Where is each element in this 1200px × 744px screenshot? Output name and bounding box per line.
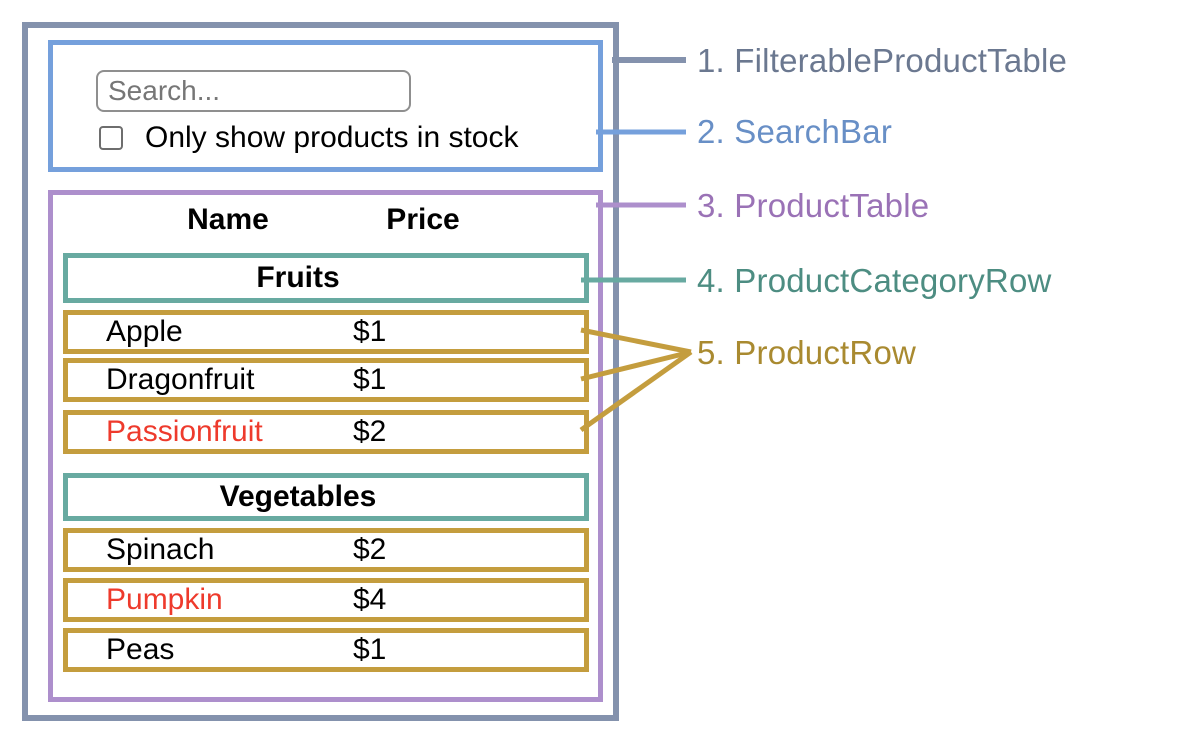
product-name: Apple (106, 315, 183, 348)
column-header-name: Name (187, 203, 269, 236)
product-name: Dragonfruit (106, 363, 255, 396)
label-filterable-product-table: 1. FilterableProductTable (697, 42, 1068, 79)
product-row-dragonfruit: Dragonfruit $1 (63, 358, 589, 402)
table-header-row: Name Price (53, 203, 598, 237)
label-search-bar: 2. SearchBar (697, 113, 893, 150)
product-price: $2 (353, 533, 387, 566)
product-row-apple: Apple $1 (63, 310, 589, 354)
column-header-price: Price (386, 203, 460, 236)
product-row-pumpkin: Pumpkin $4 (63, 578, 589, 622)
product-price: $2 (353, 415, 387, 448)
product-name: Peas (106, 633, 175, 666)
product-table-box: Name Price Fruits Apple $1 Dragonfruit $… (48, 190, 603, 702)
in-stock-checkbox[interactable] (99, 126, 123, 150)
product-price: $1 (353, 315, 387, 348)
product-name: Spinach (106, 533, 215, 566)
product-name: Passionfruit (106, 415, 263, 448)
in-stock-filter-row: Only show products in stock (99, 121, 519, 155)
label-product-table: 3. ProductTable (697, 187, 930, 224)
product-price: $1 (353, 363, 387, 396)
in-stock-checkbox-label: Only show products in stock (145, 121, 519, 154)
category-row-fruits: Fruits (63, 253, 589, 303)
product-row-peas: Peas $1 (63, 628, 589, 672)
label-product-row: 5. ProductRow (697, 334, 917, 371)
product-name: Pumpkin (106, 583, 223, 616)
filterable-product-table-box: Only show products in stock Name Price F… (22, 22, 619, 721)
label-product-category-row: 4. ProductCategoryRow (697, 262, 1052, 299)
product-price: $1 (353, 633, 387, 666)
product-row-passionfruit: Passionfruit $2 (63, 410, 589, 454)
category-row-vegetables: Vegetables (63, 473, 589, 521)
category-label: Vegetables (219, 480, 377, 513)
search-input[interactable] (96, 70, 411, 112)
search-bar-box: Only show products in stock (48, 40, 603, 172)
category-label: Fruits (256, 261, 340, 294)
product-row-spinach: Spinach $2 (63, 528, 589, 572)
product-price: $4 (353, 583, 387, 616)
